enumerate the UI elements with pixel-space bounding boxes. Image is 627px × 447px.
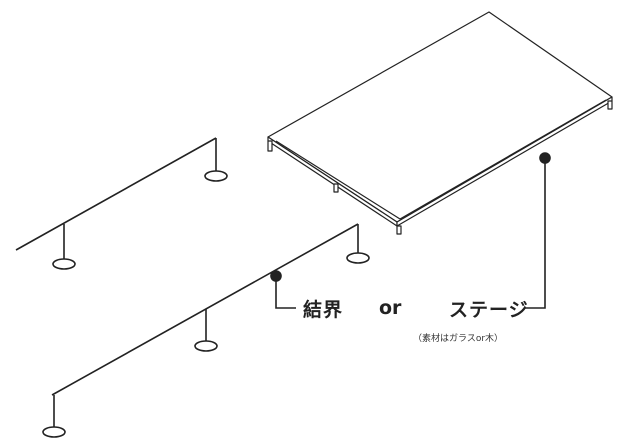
label-kekkai: 結界 [303, 299, 344, 321]
label-material-note: （素材はガラスor木） [413, 334, 504, 344]
post-base [204, 170, 228, 182]
label-stage: ステージ [449, 299, 529, 321]
stage-top-surface [267, 11, 613, 223]
stage-platform [267, 11, 613, 235]
stage-edge-inner-right [399, 99, 607, 220]
callout-leader [275, 276, 296, 309]
barrier-rope-upper [15, 137, 228, 270]
post-base [42, 426, 66, 438]
stage-leg [607, 100, 613, 110]
stage-edge-inner [275, 140, 401, 220]
stage-leg [267, 140, 273, 152]
rope [51, 223, 359, 396]
stage-leg [396, 225, 402, 235]
post-base [52, 258, 76, 270]
barrier-rope-lower [42, 223, 370, 438]
post-base [346, 252, 370, 264]
callout-stage [525, 152, 551, 309]
rope [15, 137, 217, 251]
callout-leader [525, 158, 546, 309]
label-or: or [379, 297, 402, 319]
callout-barrier [270, 270, 296, 309]
stage-leg [333, 183, 339, 193]
post-base [194, 340, 218, 352]
